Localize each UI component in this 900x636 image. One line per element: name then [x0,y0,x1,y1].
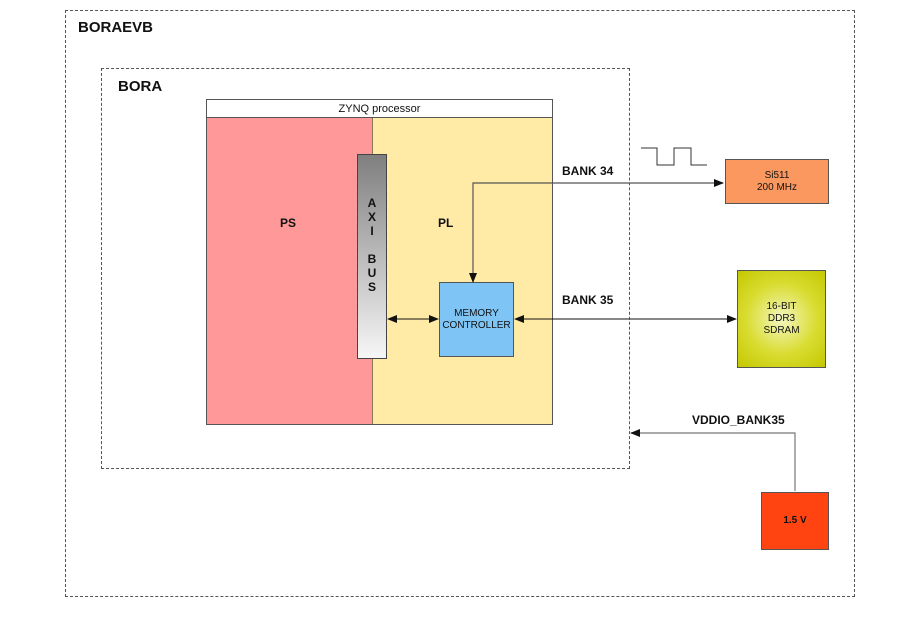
bora-label: BORA [118,78,163,95]
pl-label: PL [438,216,454,230]
si511-oscillator: Si511 200 MHz [725,159,829,204]
bank35-label: BANK 35 [562,293,614,307]
boraevb-label: BORAEVB [78,19,154,36]
ddr3-sdram: 16-BIT DDR3 SDRAM [737,270,826,368]
power-1v5: 1.5 V [761,492,829,550]
zynq-title: ZYNQ processor [206,100,553,118]
bank34-wire [469,179,724,283]
bank34-label: BANK 34 [562,164,614,178]
ps-label: PS [280,216,297,230]
clock-waveform-icon [641,147,707,166]
boraevb-board [65,10,855,597]
vddio-bank35-label: VDDIO_BANK35 [692,413,785,427]
axi-bus-label: A X I B U S [367,196,377,294]
axi-bus [357,154,387,359]
memory-controller: MEMORY CONTROLLER [439,282,514,357]
vddio-wire [630,429,796,491]
ps-region [207,118,373,424]
